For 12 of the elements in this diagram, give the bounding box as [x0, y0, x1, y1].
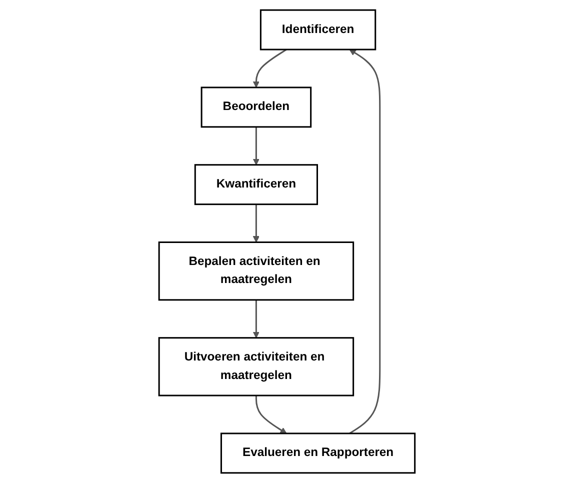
- node-box: Identificeren: [259, 9, 376, 50]
- node-box: Evalueren en Rapporteren: [220, 432, 416, 474]
- arrow: [254, 396, 286, 434]
- arrow: [252, 48, 286, 88]
- node-box: Kwantificeren: [194, 164, 318, 206]
- node-box: Bepalen activiteiten en maatregelen: [158, 242, 354, 301]
- node-box: Uitvoeren activiteiten en maatregelen: [158, 337, 354, 396]
- arrow: [252, 126, 260, 166]
- arrow: [252, 204, 260, 243]
- node-box: Beoordelen: [200, 86, 312, 128]
- arrow: [348, 49, 380, 434]
- arrow: [252, 300, 260, 338]
